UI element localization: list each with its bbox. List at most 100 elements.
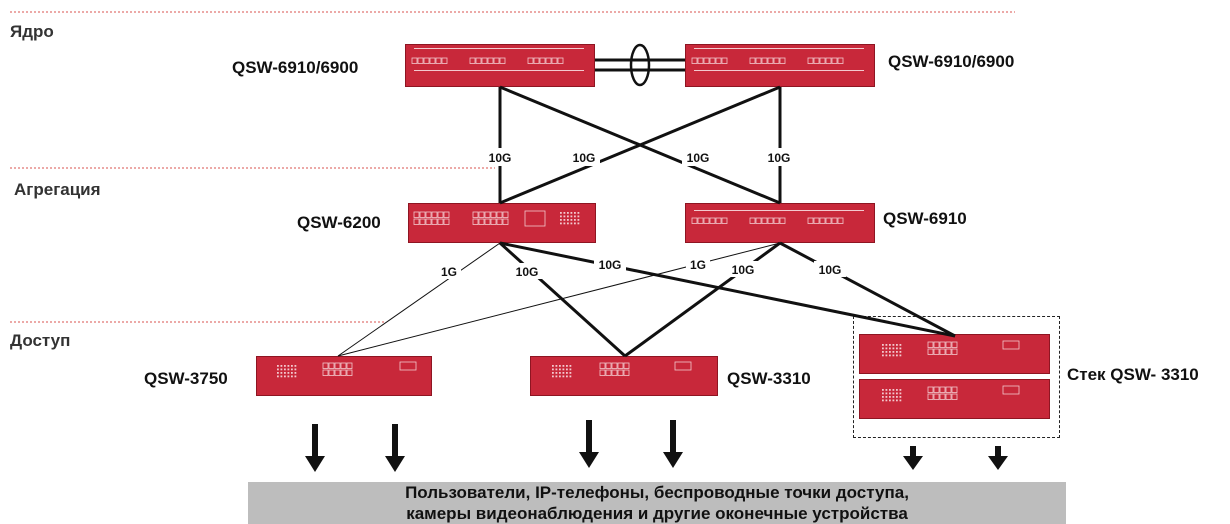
port-icon bbox=[939, 348, 946, 355]
led-icon bbox=[896, 344, 898, 346]
led-icon bbox=[291, 375, 293, 378]
led-icon bbox=[899, 392, 902, 395]
port-icon bbox=[557, 57, 564, 64]
port-icon bbox=[691, 217, 698, 224]
port-icon bbox=[481, 57, 488, 64]
port-icon bbox=[490, 211, 497, 218]
switch-stripe bbox=[414, 70, 584, 71]
layer-aggregation-label: Агрегация bbox=[14, 180, 101, 199]
led-icon bbox=[567, 212, 569, 214]
endpoints-banner: Пользователи, IP-телефоны, беспроводные … bbox=[248, 482, 1066, 524]
led-icon bbox=[277, 365, 279, 367]
sfp-icon bbox=[524, 210, 546, 227]
led-icon bbox=[577, 222, 580, 225]
led-icon bbox=[899, 344, 902, 346]
port-icon bbox=[419, 211, 426, 218]
port-icon bbox=[322, 369, 329, 376]
led-icon bbox=[882, 344, 884, 346]
led-icon bbox=[560, 212, 562, 214]
led-icon bbox=[892, 347, 895, 350]
port-icon bbox=[825, 217, 832, 224]
led-icon bbox=[896, 354, 898, 357]
led-icon bbox=[560, 215, 562, 218]
led-icon bbox=[563, 215, 566, 218]
port-icon bbox=[779, 57, 786, 64]
led-icon bbox=[885, 389, 888, 391]
switch-stripe bbox=[694, 70, 864, 71]
port-icon bbox=[417, 57, 424, 64]
arrows bbox=[305, 420, 1008, 472]
port-icon bbox=[933, 348, 940, 355]
led-icon bbox=[562, 368, 565, 371]
led-icon bbox=[570, 212, 573, 214]
led-icon bbox=[287, 375, 290, 378]
sfp-icon bbox=[399, 361, 417, 371]
port-icon bbox=[499, 57, 506, 64]
led-icon bbox=[569, 375, 572, 378]
core-switch-right[interactable] bbox=[685, 44, 875, 87]
switch-stripe bbox=[694, 210, 864, 211]
port-icon bbox=[755, 57, 762, 64]
led-icon bbox=[284, 368, 286, 371]
led-icon bbox=[277, 375, 279, 378]
led-icon bbox=[570, 222, 573, 225]
port-icon bbox=[443, 218, 450, 225]
port-icon bbox=[599, 362, 606, 369]
led-icon bbox=[552, 372, 554, 374]
link-label-1g: 1G bbox=[690, 258, 706, 272]
port-graphics bbox=[277, 48, 1020, 402]
core-left-label: QSW-6910/6900 bbox=[232, 58, 359, 77]
core-aggregation-links bbox=[498, 85, 782, 205]
led-icon bbox=[889, 396, 891, 398]
led-icon bbox=[560, 219, 562, 221]
port-icon bbox=[437, 211, 444, 218]
access-switch-2[interactable] bbox=[530, 356, 718, 396]
port-icon bbox=[837, 57, 844, 64]
led-icon bbox=[899, 389, 902, 391]
port-icon bbox=[767, 57, 774, 64]
led-icon bbox=[882, 392, 884, 395]
led-icon bbox=[899, 399, 902, 402]
led-icon bbox=[896, 347, 898, 350]
port-icon bbox=[691, 57, 698, 64]
port-icon bbox=[413, 211, 420, 218]
port-icon bbox=[340, 362, 347, 369]
port-icon bbox=[328, 369, 335, 376]
link-label-10g: 10G bbox=[732, 263, 755, 277]
led-icon bbox=[892, 351, 895, 353]
port-icon bbox=[749, 57, 756, 64]
led-icon bbox=[555, 365, 558, 367]
port-icon bbox=[721, 57, 728, 64]
port-icon bbox=[697, 217, 704, 224]
core-switch-left[interactable] bbox=[405, 44, 595, 87]
port-icon bbox=[431, 211, 438, 218]
link-labels: 10G 10G 10G 10G 1G 10G 10G 1G 10G 10G bbox=[437, 148, 846, 279]
led-icon bbox=[569, 368, 572, 371]
port-icon bbox=[441, 57, 448, 64]
port-icon bbox=[539, 57, 546, 64]
led-icon bbox=[284, 372, 286, 374]
led-icon bbox=[569, 372, 572, 374]
port-icon bbox=[933, 341, 940, 348]
led-icon bbox=[889, 347, 891, 350]
port-icon bbox=[502, 211, 509, 218]
port-icon bbox=[933, 393, 940, 400]
port-icon bbox=[469, 57, 476, 64]
led-icon bbox=[889, 392, 891, 395]
led-icon bbox=[889, 354, 891, 357]
led-icon bbox=[892, 389, 895, 391]
led-icon bbox=[882, 396, 884, 398]
down-arrow-icon bbox=[385, 424, 405, 472]
port-icon bbox=[437, 218, 444, 225]
led-icon bbox=[885, 344, 888, 346]
port-icon bbox=[484, 211, 491, 218]
port-icon bbox=[478, 218, 485, 225]
led-icon bbox=[291, 365, 293, 367]
port-icon bbox=[773, 57, 780, 64]
port-icon bbox=[697, 57, 704, 64]
port-icon bbox=[715, 217, 722, 224]
port-icon bbox=[490, 218, 497, 225]
led-icon bbox=[885, 399, 888, 402]
aggregation-access-links bbox=[337, 241, 956, 358]
sfp-icon bbox=[1002, 385, 1020, 395]
